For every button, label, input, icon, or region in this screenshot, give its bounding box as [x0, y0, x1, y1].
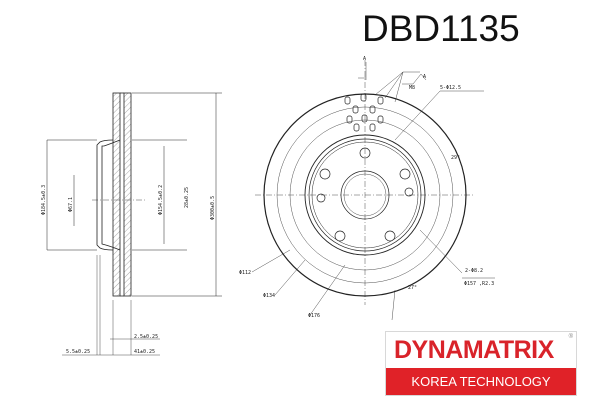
dim-label: 5.5±0.25 [66, 349, 90, 355]
dim-label: Φ157 ,R2.3 [464, 281, 494, 287]
part-number-title: DBD1135 [362, 8, 520, 49]
dim-label: Φ154.5±0.2 [158, 185, 164, 215]
section-marker: A [363, 56, 366, 62]
dim-label: 27° [408, 285, 417, 291]
dim-label: 29° [451, 155, 460, 161]
dim-label: 2-Φ8.2 [465, 268, 483, 274]
registered-mark: ® [568, 334, 573, 340]
vent-slots [344, 93, 384, 132]
datum-marker: A [423, 74, 426, 80]
rim-inner [123, 92, 132, 297]
bolt-hole [384, 230, 396, 242]
dim-label: Φ112 [239, 270, 251, 276]
dim-label: Φ134 [263, 293, 275, 299]
brand-tagline: KOREA TECHNOLOGY [386, 368, 576, 395]
dim-label: 41±0.25 [134, 349, 155, 355]
dim-label: Φ176 [308, 313, 320, 319]
rim-outer [112, 92, 121, 297]
locating-hole [316, 193, 326, 203]
locating-hole [404, 187, 414, 197]
dim-label: 2.5±0.25 [134, 334, 158, 340]
dim-label: Φ184.5±0.3 [41, 185, 47, 215]
side-view [46, 92, 222, 356]
bolt-hole [334, 230, 346, 242]
dim-label: 28±0.25 [184, 187, 190, 208]
dim-label: M8 [409, 85, 415, 91]
dim-label: Φ67.1 [68, 197, 74, 212]
bolt-hole [319, 168, 331, 180]
dim-label: 5-Φ12.5 [440, 85, 461, 91]
hat-profile [96, 139, 114, 251]
dim-label: Φ300±0.5 [210, 196, 216, 220]
bolt-hole [399, 168, 411, 180]
front-view [251, 60, 495, 321]
brand-name: DYNAMATRIX [394, 336, 554, 364]
dynamatrix-logo: DYNAMATRIX ® KOREA TECHNOLOGY [385, 331, 577, 396]
